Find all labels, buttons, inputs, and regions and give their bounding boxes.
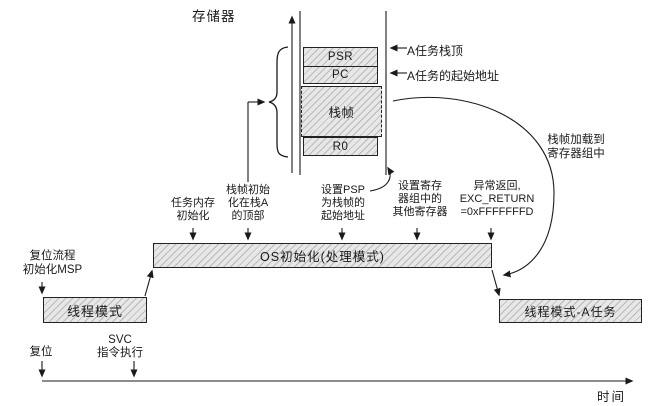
time-axis-label: 时间 — [597, 390, 627, 404]
event-line: 指令执行 — [97, 346, 143, 359]
stack-region-brace — [268, 46, 289, 158]
label-taskA-stack-top: A任务栈顶 — [407, 44, 464, 58]
note-line: 初始化MSP — [22, 263, 83, 276]
memory-title: 存储器 — [192, 9, 236, 24]
falling-transition-arrow — [491, 269, 501, 297]
bar-thread-mode-taskA: 线程模式-A任务 — [499, 299, 642, 323]
event-reset: 复位 — [16, 346, 66, 359]
annotation-line: 为栈帧的 — [321, 197, 365, 209]
callout-line: 栈帧加载到 — [547, 134, 605, 146]
stack-cell-frame: 栈帧 — [301, 86, 382, 137]
annotation-line: 的顶部 — [231, 210, 265, 222]
note-line: 复位流程 — [29, 250, 76, 262]
annotation-line: 任务内存 — [171, 197, 215, 209]
annotation-line: =0xFFFFFFFD — [460, 206, 534, 218]
annotation-line: 设置寄存 — [398, 180, 442, 192]
annotation-set-registers: 设置寄存 器组中的 其他寄存器 — [384, 180, 456, 219]
annotation-set-psp: 设置PSP 为栈帧的 起始地址 — [309, 184, 377, 223]
annotation-line: 器组中的 — [398, 193, 442, 205]
callout-stackframe-load: 栈帧加载到 寄存器组中 — [533, 133, 619, 161]
annotation-line: 设置PSP — [320, 184, 365, 196]
bar-os-init-handler-mode: OS初始化(处理模式) — [153, 243, 492, 268]
event-svc-execute: SVC 指令执行 — [89, 334, 151, 359]
stack-cell-r0: R0 — [303, 137, 378, 156]
annotation-line: 化在栈A — [227, 197, 269, 209]
callout-line: 寄存器组中 — [547, 148, 605, 160]
annotation-line: 其他寄存器 — [392, 206, 448, 218]
stack-cell-pc: PC — [303, 66, 378, 84]
event-line: SVC — [108, 334, 132, 346]
label-taskA-start-address: A任务的起始地址 — [407, 69, 500, 83]
bar-thread-mode: 线程模式 — [43, 297, 147, 323]
annotation-line: EXC_RETURN — [459, 193, 535, 205]
annotation-line: 异常返回, — [473, 180, 521, 192]
rising-transition-arrow — [144, 269, 154, 297]
annotation-stackframe-init: 栈帧初始 化在栈A 的顶部 — [216, 184, 280, 223]
annotation-line: 起始地址 — [321, 210, 365, 222]
annotation-task-memory-init: 任务内存 初始化 — [161, 197, 225, 223]
stack-cell-psr: PSR — [303, 47, 378, 67]
event-line: 复位 — [29, 346, 53, 358]
note-reset-init-msp: 复位流程 初始化MSP — [5, 250, 100, 277]
annotation-line: 栈帧初始 — [226, 184, 270, 196]
annotation-exception-return: 异常返回, EXC_RETURN =0xFFFFFFFD — [449, 180, 545, 219]
annotation-line: 初始化 — [176, 210, 210, 222]
